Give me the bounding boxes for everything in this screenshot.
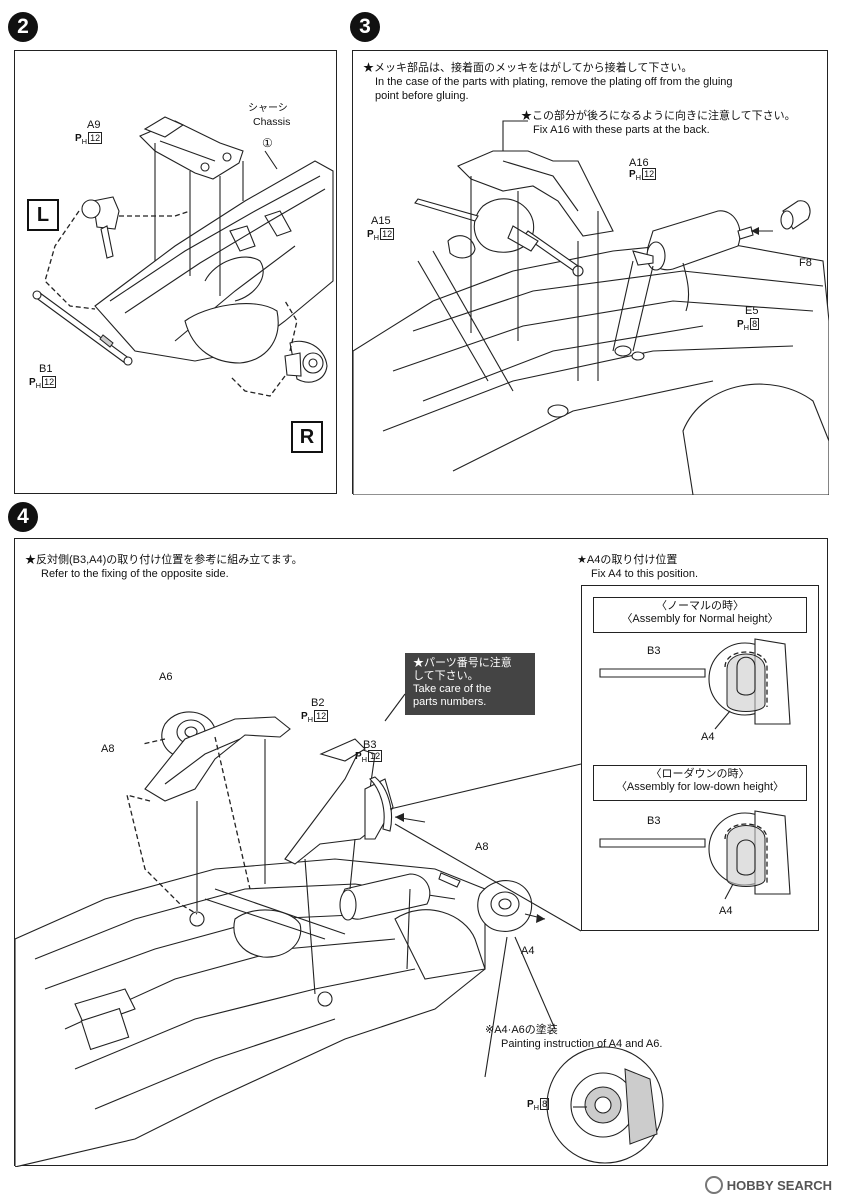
part-label-a6: A6 <box>159 671 173 683</box>
plating-letter: P <box>75 133 82 144</box>
part-ref-circle-1: ① <box>262 136 273 150</box>
normal-height-en: 〈Assembly for Normal height〉 <box>621 613 779 625</box>
step-2-number: 2 <box>17 15 29 38</box>
watermark-text: HOBBY SEARCH <box>726 1177 832 1193</box>
plating-letter: P <box>737 319 744 330</box>
part-label-a9: A9 <box>87 119 101 131</box>
part-label-a16: A16 <box>629 157 649 169</box>
runner-number: 12 <box>368 750 383 762</box>
runner-number: 12 <box>642 168 657 180</box>
runner-number: 8 <box>540 1098 550 1110</box>
watermark: HOBBY SEARCH <box>704 1176 832 1194</box>
lowdown-label-a4: A4 <box>719 905 733 917</box>
chassis-label-jp: シャーシ <box>248 103 288 114</box>
opposite-side-note-jp: ★反対側(B3,A4)の取り付け位置を参考に組み立てます。 <box>25 554 303 566</box>
caution-jp-line1: ★パーツ番号に注意 <box>413 657 512 669</box>
part-label-a15: A15 <box>371 215 391 227</box>
orientation-note-en: Fix A16 with these parts at the back. <box>533 124 710 136</box>
step-2-drawing <box>32 116 334 397</box>
step-3-number: 3 <box>359 15 371 38</box>
step-3-drawing <box>353 120 829 495</box>
lowdown-height-header: 〈ローダウンの時〉 〈Assembly for low-down height〉 <box>593 765 807 801</box>
chassis-label-en: Chassis <box>253 116 291 128</box>
side-letter-l: L <box>36 203 50 226</box>
plating-letter: P <box>629 169 636 180</box>
step-4-number: 4 <box>17 505 29 528</box>
step-2-badge: 2 <box>8 12 38 42</box>
plating-sub: H <box>81 136 88 146</box>
opposite-side-note-en: Refer to the fixing of the opposite side… <box>41 568 229 580</box>
plating-letter: P <box>367 229 374 240</box>
plating-sub: H <box>635 172 642 182</box>
plating-sub: H <box>307 714 314 724</box>
part-label-b3: B3 <box>363 739 377 751</box>
a4-position-note-jp: ★A4の取り付け位置 <box>577 554 678 566</box>
step-4-badge: 4 <box>8 502 38 532</box>
part-label-a8-right: A8 <box>475 841 489 853</box>
side-marker-left: L <box>27 199 59 231</box>
caution-jp-line2: して下さい。 <box>413 670 479 682</box>
paint-note-en: Painting instruction of A4 and A6. <box>501 1038 663 1050</box>
plating-note-jp: ★メッキ部品は、接着面のメッキをはがしてから接着して下さい。 <box>363 62 693 74</box>
plating-sub: H <box>743 322 750 332</box>
side-letter-r: R <box>299 425 315 448</box>
lowdown-height-jp: 〈ローダウンの時〉 <box>650 768 750 780</box>
part-label-a4: A4 <box>521 945 535 957</box>
plating-sub: H <box>35 380 42 390</box>
step-4-drawing <box>15 638 791 1167</box>
runner-number: 12 <box>88 132 103 144</box>
paint-note-jp: ※A4·A6の塗装 <box>485 1024 558 1036</box>
part-label-b1: B1 <box>39 363 53 375</box>
step-3-badge: 3 <box>350 12 380 42</box>
step-3-panel: ★メッキ部品は、接着面のメッキをはがしてから接着して下さい。 In the ca… <box>352 50 829 495</box>
watermark-logo-icon <box>704 1176 723 1194</box>
runner-number: 12 <box>314 710 329 722</box>
lowdown-height-en: 〈Assembly for low-down height〉 <box>615 781 785 793</box>
normal-label-a4: A4 <box>701 731 715 743</box>
plating-sub: H <box>373 232 380 242</box>
plating-letter: P <box>355 751 362 762</box>
plating-letter: P <box>527 1099 534 1110</box>
parts-number-caution: ★パーツ番号に注意 して下さい。 Take care of the parts … <box>405 653 535 715</box>
plating-sub: H <box>533 1102 540 1112</box>
caution-en-line1: Take care of the <box>413 683 492 695</box>
runner-number: 12 <box>380 228 395 240</box>
side-marker-right: R <box>291 421 323 453</box>
lowdown-label-b3: B3 <box>647 815 661 827</box>
plating-note-en-line1: In the case of the parts with plating, r… <box>375 76 733 88</box>
normal-label-b3: B3 <box>647 645 661 657</box>
normal-height-header: 〈ノーマルの時〉 〈Assembly for Normal height〉 <box>593 597 807 633</box>
orientation-note-jp: ★この部分が後ろになるように向きに注意して下さい。 <box>521 110 796 122</box>
part-label-b2: B2 <box>311 697 325 709</box>
part-label-a8-left: A8 <box>101 743 115 755</box>
plating-letter: P <box>301 711 308 722</box>
plating-note-en-line2: point before gluing. <box>375 90 469 102</box>
normal-height-jp: 〈ノーマルの時〉 <box>656 600 744 612</box>
caution-en-line2: parts numbers. <box>413 696 487 708</box>
plating-sub: H <box>361 754 368 764</box>
part-label-f8: F8 <box>799 257 812 269</box>
runner-number: 12 <box>42 376 57 388</box>
a4-position-note-en: Fix A4 to this position. <box>591 568 698 580</box>
runner-number: 8 <box>750 318 760 330</box>
part-label-e5: E5 <box>745 305 759 317</box>
plating-letter: P <box>29 377 36 388</box>
step-4-panel: ★反対側(B3,A4)の取り付け位置を参考に組み立てます。 Refer to t… <box>14 538 828 1167</box>
